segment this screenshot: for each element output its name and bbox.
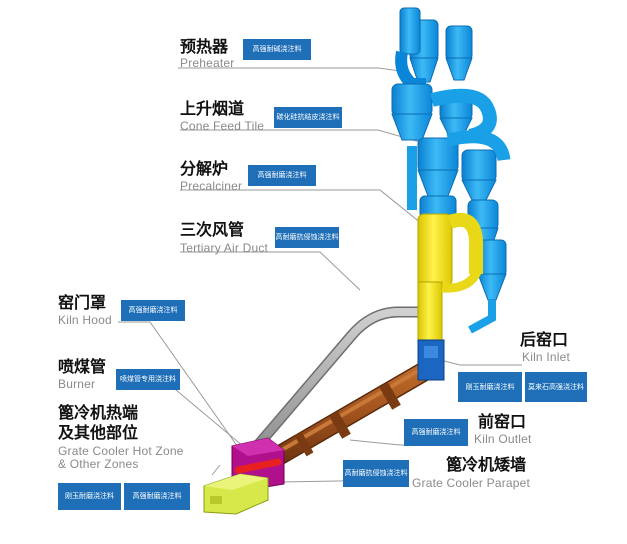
grate-cooler-material-tag-1: 刚玉耐磨浇注料 [58, 483, 121, 510]
kiln-inlet-shape [417, 339, 445, 381]
cone-feed-tile-zh-label: 上升烟道 [180, 99, 245, 118]
tertiary-air-duct-material-tag: 高耐磨抗侵蚀浇注料 [275, 227, 339, 248]
grate-cooler-material-tag-2: 高强耐磨浇注料 [124, 483, 190, 510]
kiln-outlet-material-tag: 高强耐磨浇注料 [404, 419, 468, 446]
kiln-outlet-zh-label: 前窑口 [478, 412, 527, 431]
kiln-hood-zh-label: 窑门罩 [58, 293, 107, 312]
kiln-hood-material-tag: 高强耐磨浇注料 [121, 300, 185, 321]
kiln-inlet-material-tag-1: 刚玉耐磨浇注料 [458, 372, 522, 402]
precalciner-shape [417, 213, 484, 343]
precalciner-zh-label: 分解炉 [180, 159, 229, 178]
grate-cooler-parapet-material-tag: 高耐磨抗侵蚀浇注料 [343, 460, 409, 487]
cone-feed-tile-material-tag: 碳化硅抗结皮浇注料 [274, 107, 342, 128]
grate-cooler-hot-zone-zh-line1: 篦冷机热端 [58, 403, 139, 422]
tertiary-air-duct-shape [246, 306, 426, 458]
kiln-outlet-en-label: Kiln Outlet [474, 432, 532, 446]
tertiary-air-duct-en-label: Tertiary Air Duct [180, 241, 269, 255]
tertiary-air-duct-zh-label: 三次风管 [180, 220, 245, 239]
leader-kiln-inlet [439, 359, 522, 366]
precalciner-material-tag: 高强耐磨浇注料 [248, 165, 316, 186]
grate-cooler-hot-zone-en-line1: Grate Cooler Hot Zone [58, 444, 184, 458]
leader-grate [211, 464, 221, 476]
grate-cooler-shape [203, 473, 269, 515]
burner-en-label: Burner [58, 377, 96, 391]
grate-cooler-hot-zone-zh-line2: 及其他部位 [58, 423, 139, 442]
leader-kiln-hood [118, 321, 241, 451]
grate-cooler-hot-zone-en-line2: & Other Zones [58, 457, 139, 471]
preheater-zh-label: 预热器 [180, 37, 229, 56]
preheater-shape [391, 7, 511, 334]
burner-material-tag: 喷煤管专用浇注料 [116, 369, 180, 390]
grate-cooler-parapet-en-label: Grate Cooler Parapet [412, 476, 531, 490]
burner-zh-label: 喷煤管 [58, 357, 107, 376]
rotary-kiln-shape [262, 359, 436, 471]
kiln-inlet-material-tag-2: 莫来石高强浇注料 [525, 372, 587, 402]
preheater-en-label: Preheater [180, 56, 235, 70]
cone-feed-tile-en-label: Cone Feed Tile [180, 119, 265, 133]
grate-cooler-parapet-zh-label: 篦冷机矮墙 [446, 455, 527, 474]
burner-shape [234, 458, 282, 474]
kiln-inlet-zh-label: 后窑口 [520, 330, 569, 349]
precalciner-en-label: Precalciner [180, 179, 243, 193]
leader-precalciner [180, 189, 433, 233]
leader-tertiary [180, 251, 361, 291]
kiln-inlet-en-label: Kiln Inlet [522, 350, 571, 364]
preheater-material-tag: 高强耐碱浇注料 [243, 39, 311, 60]
kiln-hood-en-label: Kiln Hood [58, 313, 112, 327]
